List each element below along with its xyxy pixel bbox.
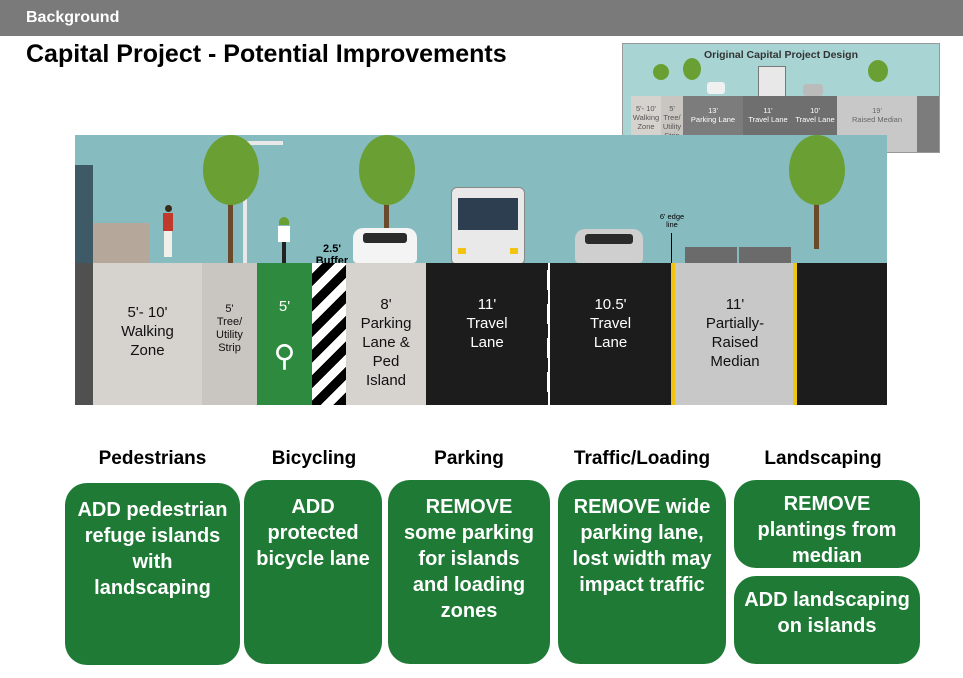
inset-lane-width: 5'- 10' — [636, 104, 656, 113]
inset-car-icon — [803, 84, 823, 96]
lane-travel-2: 10.5' Travel Lane — [550, 263, 671, 405]
inset-tree-icon — [653, 64, 669, 80]
improvement-card-landscaping-remove: REMOVE plantings from median — [734, 480, 920, 568]
inset-road-edge — [917, 96, 939, 152]
category-heading: Landscaping — [764, 448, 882, 469]
lane-median: 11' Partially- Raised Median — [675, 263, 795, 405]
lane-bike: 5' ⚲ — [257, 263, 312, 405]
lane-width: 10.5' — [594, 296, 627, 313]
lane-name: Parking Lane & Ped Island — [360, 315, 412, 389]
street-light-arm — [245, 141, 283, 145]
edge-line-label: 6' edge line — [659, 212, 685, 229]
lane-width: 11' — [477, 296, 497, 313]
lane-tree-utility-strip: 5' Tree/ Utility Strip — [202, 263, 257, 405]
inset-lane-name: Walking Zone — [632, 113, 660, 131]
lane-road-continuation — [797, 263, 887, 405]
lane-divider — [547, 270, 550, 400]
edge-line — [671, 263, 675, 405]
street-light-icon — [243, 143, 247, 263]
inset-lane-width: 5' — [669, 104, 675, 113]
inset-title: Original Capital Project Design — [703, 49, 859, 61]
inset-lane-name: Parking Lane — [690, 115, 736, 124]
slide-title: Capital Project - Potential Improvements — [26, 40, 507, 68]
category-heading: Bicycling — [271, 448, 357, 469]
inset-lane-width: 19' — [872, 106, 882, 115]
lane-name: Travel Lane — [589, 315, 632, 351]
edge-line-marker — [671, 233, 672, 263]
lane-name: Walking Zone — [121, 323, 174, 359]
improvement-card-traffic-loading: REMOVE wide parking lane, lost width may… — [558, 480, 726, 664]
cyclist-icon — [273, 217, 295, 263]
building-icon — [75, 165, 93, 263]
lane-width: 5' — [278, 298, 291, 315]
lane-walking-zone: 5'- 10' Walking Zone — [93, 263, 202, 405]
planter-box — [685, 247, 737, 263]
header-bar: Background — [0, 0, 963, 36]
improvement-card-parking: REMOVE some parking for islands and load… — [388, 480, 550, 664]
lane-name: Partially- Raised Median — [705, 315, 765, 370]
category-heading: Parking — [434, 448, 504, 469]
lane-travel-1: 11' Travel Lane — [426, 263, 548, 405]
lane-name: Travel Lane — [466, 315, 508, 351]
planter-box — [739, 247, 791, 263]
car-icon — [353, 228, 417, 263]
inset-lane-width: 10' — [810, 106, 820, 115]
bus-icon — [451, 187, 525, 265]
inset-lane-name: Travel Lane — [795, 115, 835, 124]
lane-width: 8' — [380, 296, 392, 313]
category-heading: Traffic/Loading — [573, 448, 711, 469]
lane-parking-ped-island: 8' Parking Lane & Ped Island — [346, 263, 426, 405]
lane-width: 11' — [725, 296, 745, 313]
lane-buffer — [312, 263, 346, 405]
lane-name: Tree/ Utility Strip — [216, 316, 243, 354]
edge-line — [793, 263, 797, 405]
inset-tree-icon — [868, 60, 888, 82]
lane-width: 5' — [225, 303, 234, 315]
improvement-card-bicycling: ADD protected bicycle lane — [244, 480, 382, 664]
section-label: Background — [26, 9, 120, 26]
street-cross-section: 2.5' Buffer 6' edge line 5'- 10' Walking… — [75, 135, 887, 405]
inset-lane-name: Travel Lane — [748, 115, 788, 124]
inset-lane-width: 13' — [708, 106, 718, 115]
lane-width: 5'- 10' — [127, 304, 168, 321]
inset-lane-name: Raised Median — [851, 115, 903, 124]
inset-car-icon — [707, 82, 725, 94]
building-edge — [75, 263, 93, 405]
improvement-card-pedestrians: ADD pedestrian refuge islands with lands… — [65, 483, 240, 665]
car-icon — [575, 229, 643, 263]
pedestrian-icon — [163, 205, 173, 257]
bench-icon — [93, 223, 149, 263]
bicycle-icon: ⚲ — [273, 340, 296, 373]
inset-tree-icon — [683, 58, 701, 80]
original-design-inset: Original Capital Project Design 5'- 10' … — [622, 43, 940, 153]
inset-bus-icon — [758, 66, 786, 98]
category-heading: Pedestrians — [98, 448, 207, 469]
improvement-card-landscaping-add: ADD landscaping on islands — [734, 576, 920, 664]
inset-lane-width: 11' — [763, 106, 773, 115]
